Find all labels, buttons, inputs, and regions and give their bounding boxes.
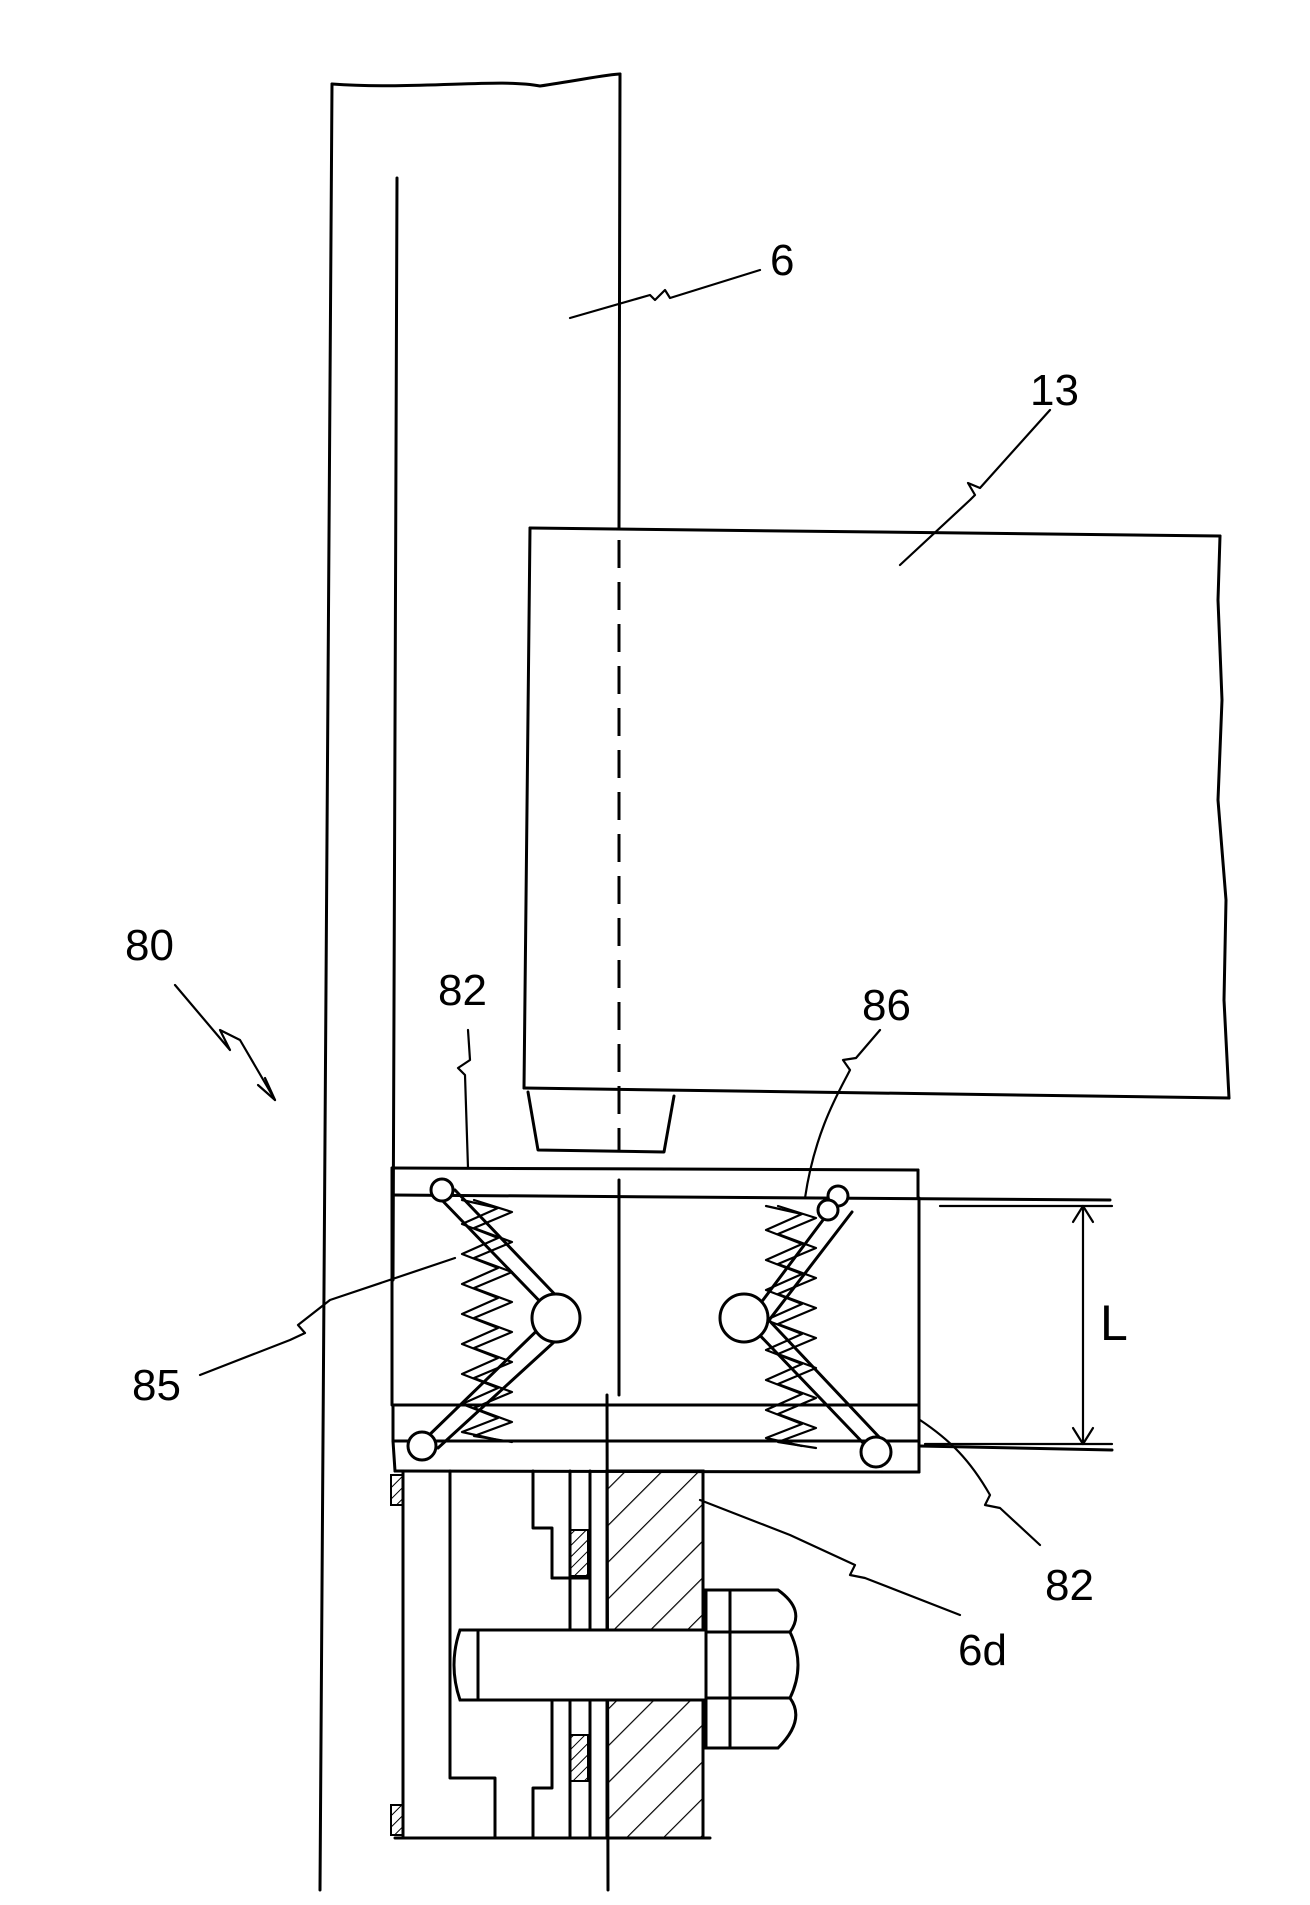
label-6d: 6d [958,1626,1007,1675]
label-86: 86 [862,981,911,1030]
label-13: 13 [1030,366,1079,415]
label-L: L [1100,1295,1128,1351]
left-upper-pivot [429,1177,455,1203]
bolt-shank [452,1628,712,1702]
right-upper-pivot-b [816,1198,840,1222]
dimension-L [1071,1204,1095,1446]
right-lower-pivot [859,1435,893,1469]
bolt-head [704,1588,800,1750]
car-block [522,526,1231,1154]
left-lower-pivot [406,1430,438,1462]
right-link-arms [718,1184,893,1469]
label-82-top: 82 [438,966,487,1015]
damper-body [390,1193,921,1407]
left-roller [530,1292,582,1344]
label-6: 6 [770,236,794,285]
leader-lines [173,268,1114,1617]
lower-bracket [390,1469,800,1840]
lower-plate [391,1403,1114,1474]
label-82-bottom: 82 [1045,1561,1094,1610]
right-spring [764,1204,818,1450]
right-roller [718,1292,770,1344]
left-link-arms [406,1177,582,1462]
upper-plate [390,1166,1112,1202]
label-85: 85 [132,1361,181,1410]
label-80: 80 [125,921,174,970]
